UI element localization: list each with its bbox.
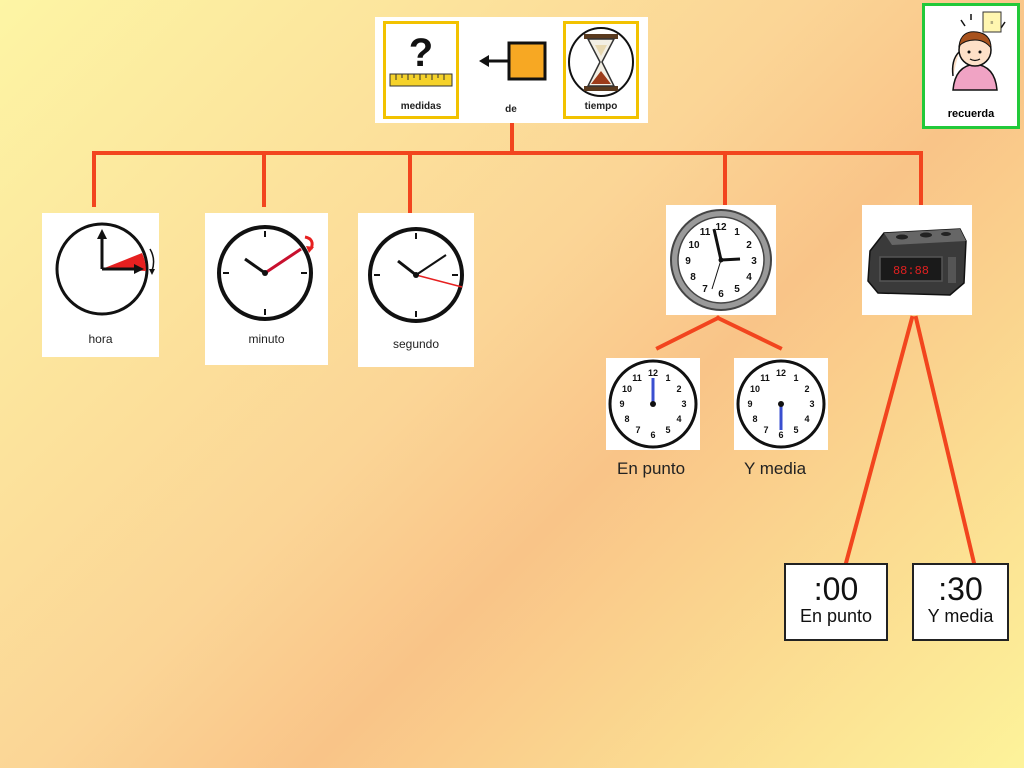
minute-clock-icon — [217, 225, 314, 321]
svg-text:8: 8 — [752, 414, 757, 424]
svg-text:5: 5 — [665, 425, 670, 435]
digital-clock-card: 88:88 — [862, 205, 972, 315]
time-box-30: :30 Y media — [912, 563, 1009, 641]
svg-text:10: 10 — [750, 384, 760, 394]
svg-text:7: 7 — [635, 425, 640, 435]
svg-text:8: 8 — [690, 272, 696, 283]
svg-text:11: 11 — [760, 373, 770, 383]
svg-text:1: 1 — [665, 373, 670, 383]
time-box-00-caption: En punto — [799, 606, 873, 626]
connector-thirty — [913, 315, 977, 566]
svg-text:8: 8 — [624, 414, 629, 424]
title-cell-de: de — [473, 21, 549, 119]
connector-oclock — [655, 315, 721, 351]
svg-text:88:88: 88:88 — [893, 264, 929, 278]
svg-text:9: 9 — [747, 399, 752, 409]
caption-en-punto-clock: En punto — [617, 459, 686, 478]
unit-card-segundo: segundo — [358, 213, 474, 367]
svg-text:?: ? — [409, 31, 433, 75]
svg-text:12: 12 — [715, 222, 727, 233]
time-box-00-value: :00 — [813, 571, 859, 607]
second-clock-icon — [368, 227, 464, 323]
svg-text:3: 3 — [809, 399, 814, 409]
svg-text:7: 7 — [763, 425, 768, 435]
title-cell-tiempo: tiempo — [563, 21, 639, 119]
svg-text:12: 12 — [648, 368, 658, 378]
svg-text:6: 6 — [650, 430, 655, 440]
svg-text:12: 12 — [776, 368, 786, 378]
svg-text:3: 3 — [751, 256, 757, 267]
thinking-person-icon: ≡ — [951, 11, 1006, 91]
svg-text:4: 4 — [676, 414, 681, 424]
svg-text:3: 3 — [681, 399, 686, 409]
connector-halfpast — [715, 315, 783, 351]
unit-card-hora: hora — [42, 213, 159, 357]
hour-clock-icon — [55, 222, 155, 316]
caption-y-media-clock: Y media — [744, 459, 807, 478]
svg-text:6: 6 — [778, 430, 783, 440]
svg-text:9: 9 — [685, 256, 691, 267]
hourglass-icon — [568, 27, 634, 97]
svg-text:10: 10 — [622, 384, 632, 394]
title-label-de: de — [505, 104, 517, 115]
svg-text:2: 2 — [676, 384, 681, 394]
unit-label-hora: hora — [88, 332, 113, 346]
svg-text:4: 4 — [746, 272, 752, 283]
title-label-medidas: medidas — [400, 101, 442, 112]
unit-label-minuto: minuto — [248, 332, 285, 346]
svg-text:1: 1 — [793, 373, 798, 383]
svg-text:1: 1 — [734, 227, 740, 238]
svg-text:≡: ≡ — [991, 20, 994, 26]
time-box-00: :00 En punto — [784, 563, 888, 641]
digital-alarm-clock-icon: 88:88 — [867, 228, 967, 296]
title-label-tiempo: tiempo — [584, 101, 618, 112]
svg-text:9: 9 — [619, 399, 624, 409]
unit-card-minuto: minuto — [205, 213, 328, 365]
svg-text:11: 11 — [700, 227, 711, 238]
unit-label-segundo: segundo — [392, 337, 440, 351]
arrow-square-icon — [479, 41, 547, 81]
title-cell-medidas: ? medidas — [383, 21, 459, 119]
title-card: ? medidas de tiempo — [375, 17, 648, 123]
svg-text:5: 5 — [734, 284, 740, 295]
time-box-30-value: :30 — [938, 571, 983, 607]
svg-text:2: 2 — [746, 240, 752, 251]
svg-text:5: 5 — [793, 425, 798, 435]
svg-text:4: 4 — [804, 414, 809, 424]
svg-text:11: 11 — [632, 373, 642, 383]
recuerda-card: ≡ recuerda — [922, 3, 1020, 129]
connector-zero — [843, 315, 915, 566]
svg-text:2: 2 — [804, 384, 809, 394]
svg-text:7: 7 — [702, 284, 708, 295]
time-box-30-caption: Y media — [927, 606, 994, 626]
svg-text:10: 10 — [688, 240, 700, 251]
question-ruler-icon: ? — [389, 31, 453, 87]
recuerda-label: recuerda — [947, 108, 995, 120]
svg-text:6: 6 — [718, 289, 724, 300]
